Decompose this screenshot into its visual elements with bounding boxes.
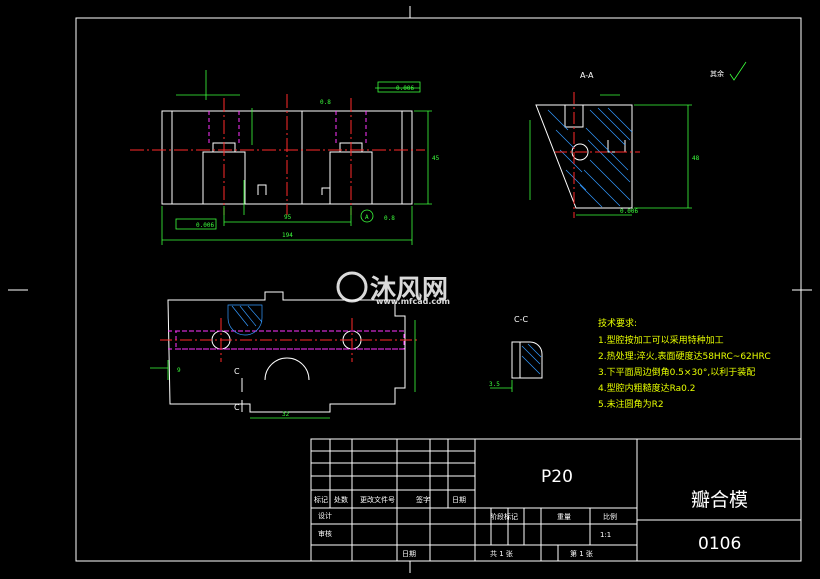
surface-finish-bottom: 0.8 — [384, 215, 395, 222]
surface-rest-label: 其余 — [710, 69, 724, 78]
dim-section-height: 48 — [692, 155, 700, 162]
dim-hole-spacing: 95 — [284, 214, 292, 221]
section-flatness: 0.006 — [620, 208, 638, 215]
tb-stage-mark: 阶段标记 — [490, 512, 518, 521]
front-view: 194 95 45 0.006 0.006 0.8 0.8 A — [130, 70, 440, 245]
tech-requirement-4: 4.型腔内粗糙度达Ra0.2 — [598, 382, 695, 394]
dim-height: 45 — [432, 155, 440, 162]
view-marker-a-symbol — [360, 209, 374, 223]
tech-requirement-3: 3.下平面周边倒角0.5×30°,以利于装配 — [598, 366, 755, 378]
tb-part-name: 瓣合模 — [691, 489, 748, 511]
tech-requirement-2: 2.热处理:淬火,表面硬度达58HRC~62HRC — [598, 350, 771, 362]
tb-header-change-doc: 更改文件号 — [360, 495, 395, 504]
section-cc-view: C-C 3.5 — [489, 315, 543, 392]
section-aa-hatch — [547, 107, 633, 208]
tb-sheet-total: 共 1 张 — [490, 549, 513, 558]
view-marker-c-bottom: C — [234, 403, 240, 412]
view-marker-a: A — [365, 214, 369, 221]
dim-cc-width: 3.5 — [489, 381, 500, 388]
tb-header-mark: 标记 — [314, 495, 328, 504]
tb-drawing-number: 0106 — [698, 534, 741, 554]
dim-total-width: 194 — [282, 232, 293, 239]
tb-scale-label: 比例 — [603, 512, 617, 521]
tech-requirement-5: 5.未注圆角为R2 — [598, 398, 664, 410]
view-marker-c-top: C — [234, 367, 240, 376]
watermark-brand: 沐风网 — [370, 275, 448, 305]
tech-requirements: 技术要求: 1.型腔按加工可以采用特种加工 2.热处理:淬火,表面硬度达58HR… — [598, 317, 771, 410]
tb-scale-value: 1:1 — [600, 531, 611, 539]
tech-requirements-title: 技术要求: — [598, 317, 637, 329]
surface-finish-top: 0.8 — [320, 99, 331, 106]
tb-row-date: 日期 — [402, 550, 416, 558]
plan-hatch — [227, 304, 263, 336]
dim-plan-width: 32 — [282, 411, 290, 418]
flatness-tolerance: 0.006 — [196, 222, 214, 229]
title-block: 标记 处数 更改文件号 签字 日期 设计 审核 日期 阶段标记 重量 比例 1:… — [310, 438, 802, 562]
tb-weight: 重量 — [557, 513, 571, 521]
tb-sheet-index: 第 1 张 — [570, 549, 593, 558]
tb-row-review: 审核 — [318, 529, 332, 538]
parallelism-tolerance: 0.006 — [396, 85, 414, 92]
tb-header-count: 处数 — [334, 495, 348, 504]
tech-requirement-1: 1.型腔按加工可以采用特种加工 — [598, 334, 724, 346]
tb-header-signature: 签字 — [416, 495, 430, 504]
watermark: 沐风网 www.mfcad.com — [336, 271, 450, 306]
plan-view: 32 9 C C — [150, 291, 420, 419]
tb-header-date: 日期 — [452, 496, 466, 504]
tb-material: P20 — [541, 467, 573, 487]
dim-plan-left: 9 — [177, 367, 181, 374]
section-cc-label: C-C — [514, 315, 528, 324]
tb-row-design: 设计 — [318, 511, 332, 520]
section-aa-view: A-A — [529, 61, 747, 218]
section-aa-label: A-A — [580, 71, 594, 80]
watermark-url: www.mfcad.com — [376, 297, 450, 306]
surface-rest-symbol — [729, 61, 747, 81]
